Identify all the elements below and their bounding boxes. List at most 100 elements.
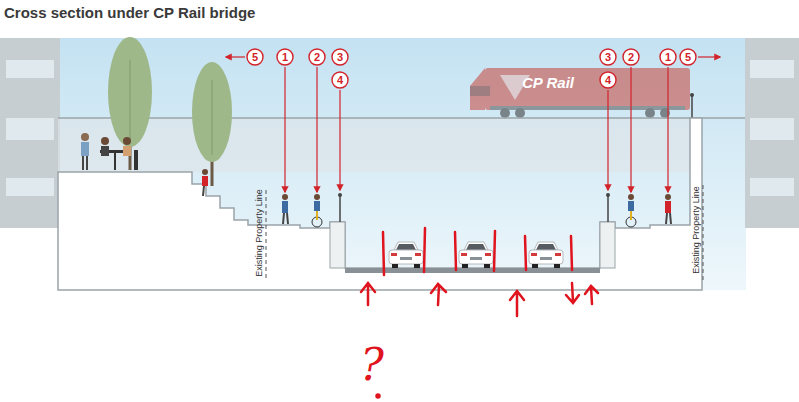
tree-part [192, 62, 232, 162]
pedestrian-part [287, 213, 288, 224]
callout-leader-part [607, 90, 608, 190]
lamp-post [606, 193, 610, 222]
callout-number: 2 [628, 51, 634, 63]
callout-circle: 2 [308, 48, 326, 66]
red-annotation-part [431, 284, 446, 305]
cafe-people-part [101, 137, 109, 145]
retaining-wall [600, 222, 615, 268]
callout-leader-part [226, 56, 245, 57]
pedestrian-on-stairs-part [202, 176, 208, 186]
tree-part [212, 80, 213, 155]
property-line [703, 185, 704, 280]
train [470, 68, 690, 118]
cyclist [312, 194, 322, 227]
cafe-people-part [86, 156, 88, 170]
lamp-post-part [338, 193, 342, 197]
callout-leader-part [339, 90, 340, 190]
cafe-people-part [101, 146, 109, 156]
cafe-people [81, 133, 138, 170]
callout-leader [226, 57, 720, 192]
pedestrian-part [665, 201, 671, 213]
diagram-title: Cross section under CP Rail bridge [4, 4, 255, 21]
cyclist-part [628, 194, 634, 200]
callout-number: 4 [337, 74, 343, 86]
callout-circle-shape [680, 49, 696, 65]
callout-leader-part [698, 56, 720, 57]
callout-circle: 4 [331, 71, 349, 89]
callout-number: 5 [252, 51, 258, 63]
building-part [750, 178, 794, 196]
callout-circle: 2 [622, 48, 640, 66]
callout-circle-shape [309, 49, 325, 65]
red-annotation-part [566, 283, 579, 303]
building-part [750, 60, 794, 78]
pedestrian [282, 194, 288, 224]
train-part [485, 68, 690, 110]
pedestrian-part [670, 213, 671, 224]
train-part [500, 108, 510, 118]
callout-circle-shape [247, 49, 263, 65]
car [529, 242, 563, 268]
building-part [6, 60, 54, 78]
ground-profile [58, 118, 702, 290]
callout-circle: 3 [599, 48, 617, 66]
red-annotation [361, 228, 598, 398]
pedestrian-part [283, 213, 284, 224]
red-annotation-part [510, 291, 524, 316]
callout-circle-shape [277, 49, 293, 65]
lamp-post [338, 193, 342, 222]
cafe-people-part [123, 137, 131, 145]
tree-part [108, 37, 152, 147]
building-part [6, 118, 54, 140]
train-livery: CP Rail [522, 74, 574, 91]
lamp-post-part [690, 93, 694, 97]
pedestrian-part [665, 194, 671, 200]
car [389, 242, 423, 268]
callout-circle: 1 [659, 48, 677, 66]
cafe-people-part [82, 156, 84, 170]
cyclist-part [314, 194, 320, 200]
rail-deck-edge [58, 117, 745, 119]
bridge-deck [58, 118, 702, 172]
property-line-label: Existing Property Line [254, 189, 264, 277]
cyclist-part [314, 201, 320, 211]
red-annotation-part [571, 236, 572, 270]
train-part [645, 108, 655, 118]
callout-circle-shape [332, 72, 348, 88]
red-annotation-part [525, 236, 526, 270]
callout-circle: 3 [331, 48, 349, 66]
callout-circle-shape [600, 49, 616, 65]
red-annotation-part [494, 231, 495, 271]
car [459, 242, 493, 268]
cafe-people-part [81, 133, 89, 141]
cafe-people-part [114, 153, 116, 170]
question-mark: ? [360, 339, 384, 390]
red-annotation-part [377, 395, 380, 398]
callout-number: 1 [665, 51, 671, 63]
callout-circle-shape [660, 49, 676, 65]
callout-circle-shape [623, 49, 639, 65]
callout-circle: 5 [246, 48, 264, 66]
building-part [6, 178, 54, 196]
lamp-post-part [606, 193, 610, 197]
pedestrian-on-stairs-part [202, 169, 208, 175]
tree-part [130, 60, 131, 140]
train-part [515, 108, 525, 118]
pedestrian-part [282, 201, 288, 213]
callout-leader-part [667, 67, 668, 192]
pedestrian [665, 194, 671, 224]
property-line-label: Existing Property Line [691, 186, 701, 274]
callout-leader-part [316, 67, 317, 192]
callout-circle: 1 [276, 48, 294, 66]
red-annotation-part [383, 232, 384, 275]
cyclist-part [316, 211, 318, 220]
pedestrian-on-stairs-part [203, 186, 204, 196]
pedestrian-part [666, 213, 667, 224]
red-annotation-part [585, 286, 598, 304]
callout-circle-shape [332, 49, 348, 65]
cyclist-part [628, 201, 634, 211]
train-livery: CP Rail [522, 74, 574, 91]
callout-circle: 5 [679, 48, 697, 66]
retaining-wall [330, 222, 345, 268]
